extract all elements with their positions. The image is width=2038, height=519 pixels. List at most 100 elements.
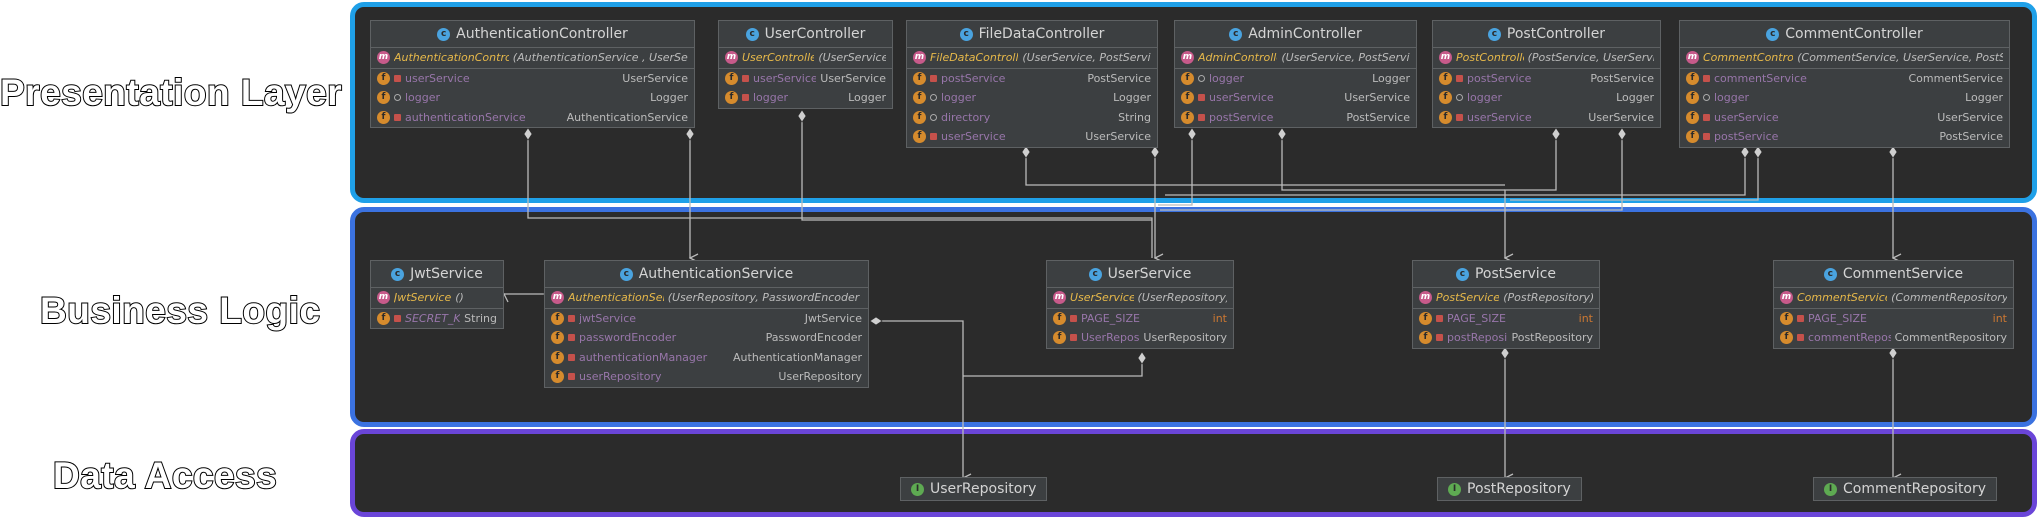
ctor-name: CommentController <box>1703 51 1794 65</box>
interface-post-repository[interactable]: I PostRepository <box>1437 477 1582 501</box>
interface-name: UserRepository <box>930 481 1037 497</box>
field-name: postService <box>1209 110 1274 124</box>
edge-post-postservice <box>1505 132 1557 258</box>
field-type: AuthenticationManager <box>733 350 862 364</box>
field-icon: f <box>913 110 926 124</box>
field-icon: f <box>725 91 738 105</box>
field-type: Logger <box>650 91 688 105</box>
field-icon: f <box>1439 71 1452 85</box>
method-icon: m <box>1780 291 1793 305</box>
private-lock-icon <box>394 113 401 121</box>
diamond-comment-1 <box>1740 145 1750 159</box>
private-lock-icon <box>930 74 937 82</box>
field-name: postRepository <box>1447 331 1508 345</box>
class-name: PostService <box>1474 266 1557 282</box>
private-lock-icon <box>568 314 575 322</box>
field-icon: f <box>377 311 390 325</box>
field-name: logger <box>941 91 977 105</box>
field-name: userService <box>1714 110 1779 124</box>
diamond-comment-3 <box>1888 145 1898 159</box>
field-type: UserService <box>1085 130 1151 144</box>
private-lock-icon <box>1436 334 1443 342</box>
edge-usercontroller-userservice <box>801 115 1152 221</box>
ctor-name: FileDataController <box>930 51 1019 65</box>
diamond-postservice <box>1500 346 1510 360</box>
field-name: PAGE_SIZE <box>1808 311 1867 325</box>
field-type: AuthenticationService <box>566 110 688 124</box>
class-icon: c <box>1229 27 1243 41</box>
class-icon: c <box>437 27 451 41</box>
field-type: PostService <box>1590 71 1654 85</box>
private-lock-icon <box>930 133 937 141</box>
private-lock-icon <box>742 74 749 82</box>
diamond-filedata-1 <box>1021 145 1031 159</box>
private-lock-icon <box>1703 74 1710 82</box>
package-icon <box>1198 74 1205 82</box>
class-name: CommentController <box>1785 26 1923 42</box>
field-name: userService <box>1209 91 1274 105</box>
diamond-authservice-2 <box>869 316 883 326</box>
diamond-usercontroller <box>797 109 807 123</box>
interface-icon: I <box>911 482 924 496</box>
ctor-name: AuthenticationService <box>568 291 664 305</box>
field-type: int <box>1992 311 2007 325</box>
class-icon: c <box>745 27 759 41</box>
private-lock-icon <box>394 74 401 82</box>
package-icon <box>930 94 937 102</box>
field-name: postService <box>941 71 1006 85</box>
method-icon: m <box>1053 291 1066 305</box>
interface-comment-repository[interactable]: I CommentRepository <box>1813 477 1998 501</box>
field-name: passwordEncoder <box>579 331 677 345</box>
method-icon: m <box>1181 51 1194 65</box>
field-type: JwtService <box>804 311 862 325</box>
field-name: jwtService <box>579 311 637 325</box>
edge-comment-postservice <box>1510 150 1759 201</box>
interface-user-repository[interactable]: I UserRepository <box>900 477 1048 501</box>
class-name: FileDataController <box>978 26 1105 42</box>
ctor-args: (UserService, PostService) <box>1281 51 1410 65</box>
edge-post-userservice <box>1160 132 1623 211</box>
interface-icon: I <box>1448 482 1461 496</box>
field-name: commentRepository <box>1808 331 1891 345</box>
class-name: CommentService <box>1842 266 1964 282</box>
field-name: commentService <box>1714 71 1807 85</box>
diamond-admin-2 <box>1277 127 1287 141</box>
field-icon: f <box>377 91 390 105</box>
package-icon <box>1703 94 1710 102</box>
field-icon: f <box>1053 311 1066 325</box>
field-type: UserService <box>1588 110 1654 124</box>
field-type: PostService <box>1346 110 1410 124</box>
field-name: logger <box>1714 91 1750 105</box>
private-lock-icon <box>568 353 575 361</box>
field-type: Logger <box>1372 71 1410 85</box>
class-name: AuthenticationController <box>456 26 628 42</box>
edge-authservice-userrepository <box>876 320 963 478</box>
field-type: UserService <box>820 71 886 85</box>
field-name: userService <box>941 130 1006 144</box>
field-icon: f <box>1439 110 1452 124</box>
field-icon: f <box>1439 91 1452 105</box>
field-icon: f <box>1686 71 1699 85</box>
method-icon: m <box>913 51 926 65</box>
diamond-post-2 <box>1617 127 1627 141</box>
field-type: int <box>1578 311 1593 325</box>
field-type: Logger <box>1113 91 1151 105</box>
field-icon: f <box>1053 331 1066 345</box>
ctor-args: (UserService) <box>818 51 886 65</box>
field-icon: f <box>551 331 564 345</box>
field-name: logger <box>1209 71 1245 85</box>
diamond-authcontroller-2 <box>685 127 695 141</box>
private-lock-icon <box>742 94 749 102</box>
diamond-authcontroller-1 <box>523 127 533 141</box>
